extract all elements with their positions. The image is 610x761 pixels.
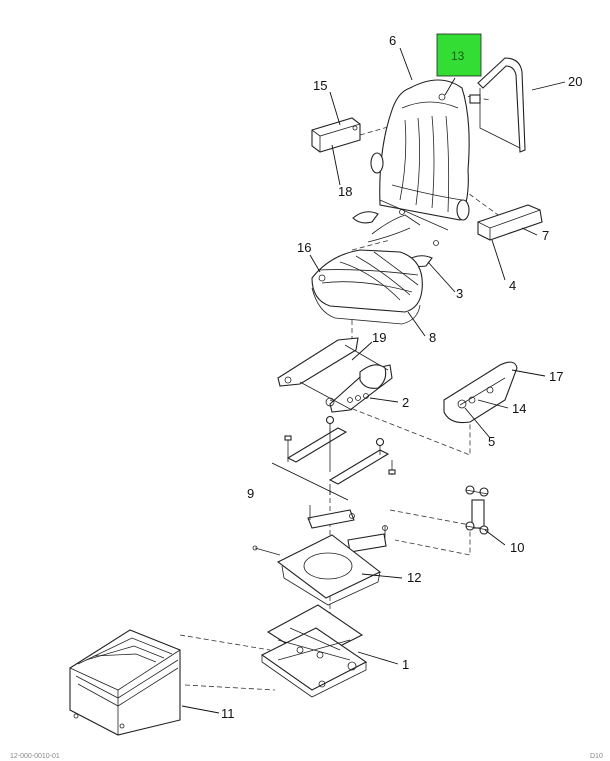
callout-12[interactable]: 12: [407, 570, 421, 585]
callout-2[interactable]: 2: [402, 395, 409, 410]
callout-13[interactable]: 13: [451, 49, 465, 63]
headrest-frame: [469, 57, 526, 153]
callout-19[interactable]: 19: [372, 330, 386, 345]
swivel-base-plate: [252, 534, 382, 606]
callout-4[interactable]: 4: [509, 278, 516, 293]
callout-3[interactable]: 3: [456, 286, 463, 301]
highlight-box-13[interactable]: [436, 33, 482, 77]
figure-id-right: D10: [590, 753, 603, 760]
callout-8[interactable]: 8: [429, 330, 436, 345]
seat-back: [370, 79, 470, 221]
armrest-left: [311, 117, 361, 153]
callout-20[interactable]: 20: [568, 74, 582, 89]
callout-7[interactable]: 7: [542, 228, 549, 243]
leader-lines: [181, 47, 566, 714]
callout-18[interactable]: 18: [338, 184, 352, 199]
callout-11[interactable]: 11: [221, 706, 235, 721]
seat-cushion: [311, 249, 423, 325]
callout-17[interactable]: 17: [549, 369, 563, 384]
callout-16[interactable]: 16: [297, 240, 311, 255]
seat-cover-skirt: [69, 629, 181, 736]
seat-suspension: [260, 604, 368, 698]
shock-absorber: [465, 485, 489, 535]
mounting-brackets: [307, 505, 388, 553]
callout-15[interactable]: 15: [313, 78, 327, 93]
figure-id-left: 12-000-0010-01: [10, 753, 60, 760]
callout-10[interactable]: 10: [510, 540, 524, 555]
callout-6[interactable]: 6: [389, 33, 396, 48]
callout-1[interactable]: 1: [402, 657, 409, 672]
seat-frame-slides: [277, 337, 393, 413]
side-bracket: [443, 361, 518, 424]
callout-14[interactable]: 14: [512, 401, 526, 416]
callout-9[interactable]: 9: [247, 486, 254, 501]
callout-labels: 6 13 20 15 18 7 16 4 3 8 19 17 2 14 5 9 …: [221, 33, 582, 721]
slide-rails-bolts: [271, 415, 396, 501]
armrest-right: [477, 204, 543, 241]
callout-5[interactable]: 5: [488, 434, 495, 449]
